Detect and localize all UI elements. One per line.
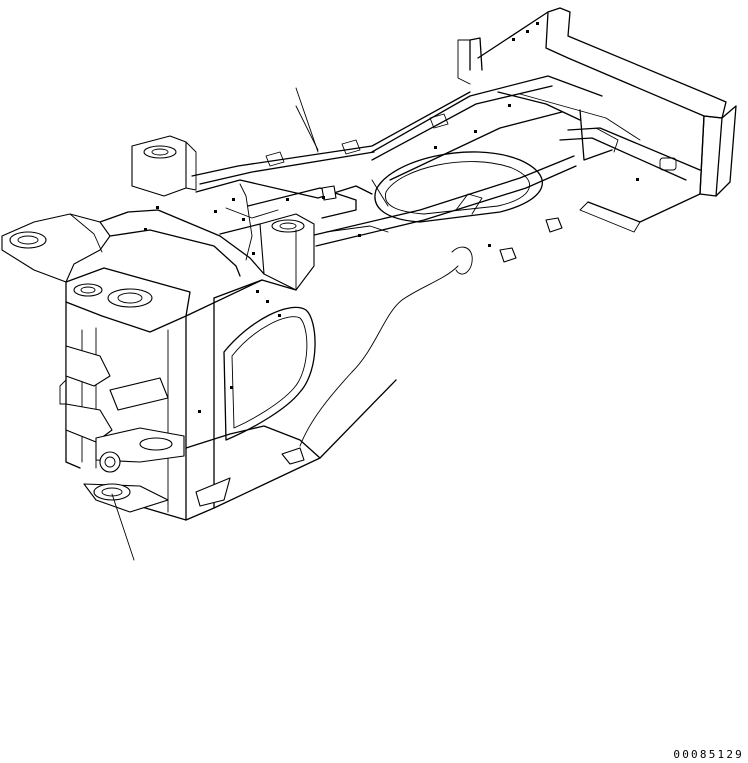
leader-lines bbox=[112, 88, 318, 560]
center-hinge bbox=[132, 136, 388, 290]
front-frame bbox=[2, 210, 396, 520]
rear-frame bbox=[192, 8, 736, 262]
bolt-dots bbox=[144, 22, 639, 413]
reference-number: 00085129 bbox=[673, 748, 744, 761]
harness bbox=[226, 184, 472, 464]
